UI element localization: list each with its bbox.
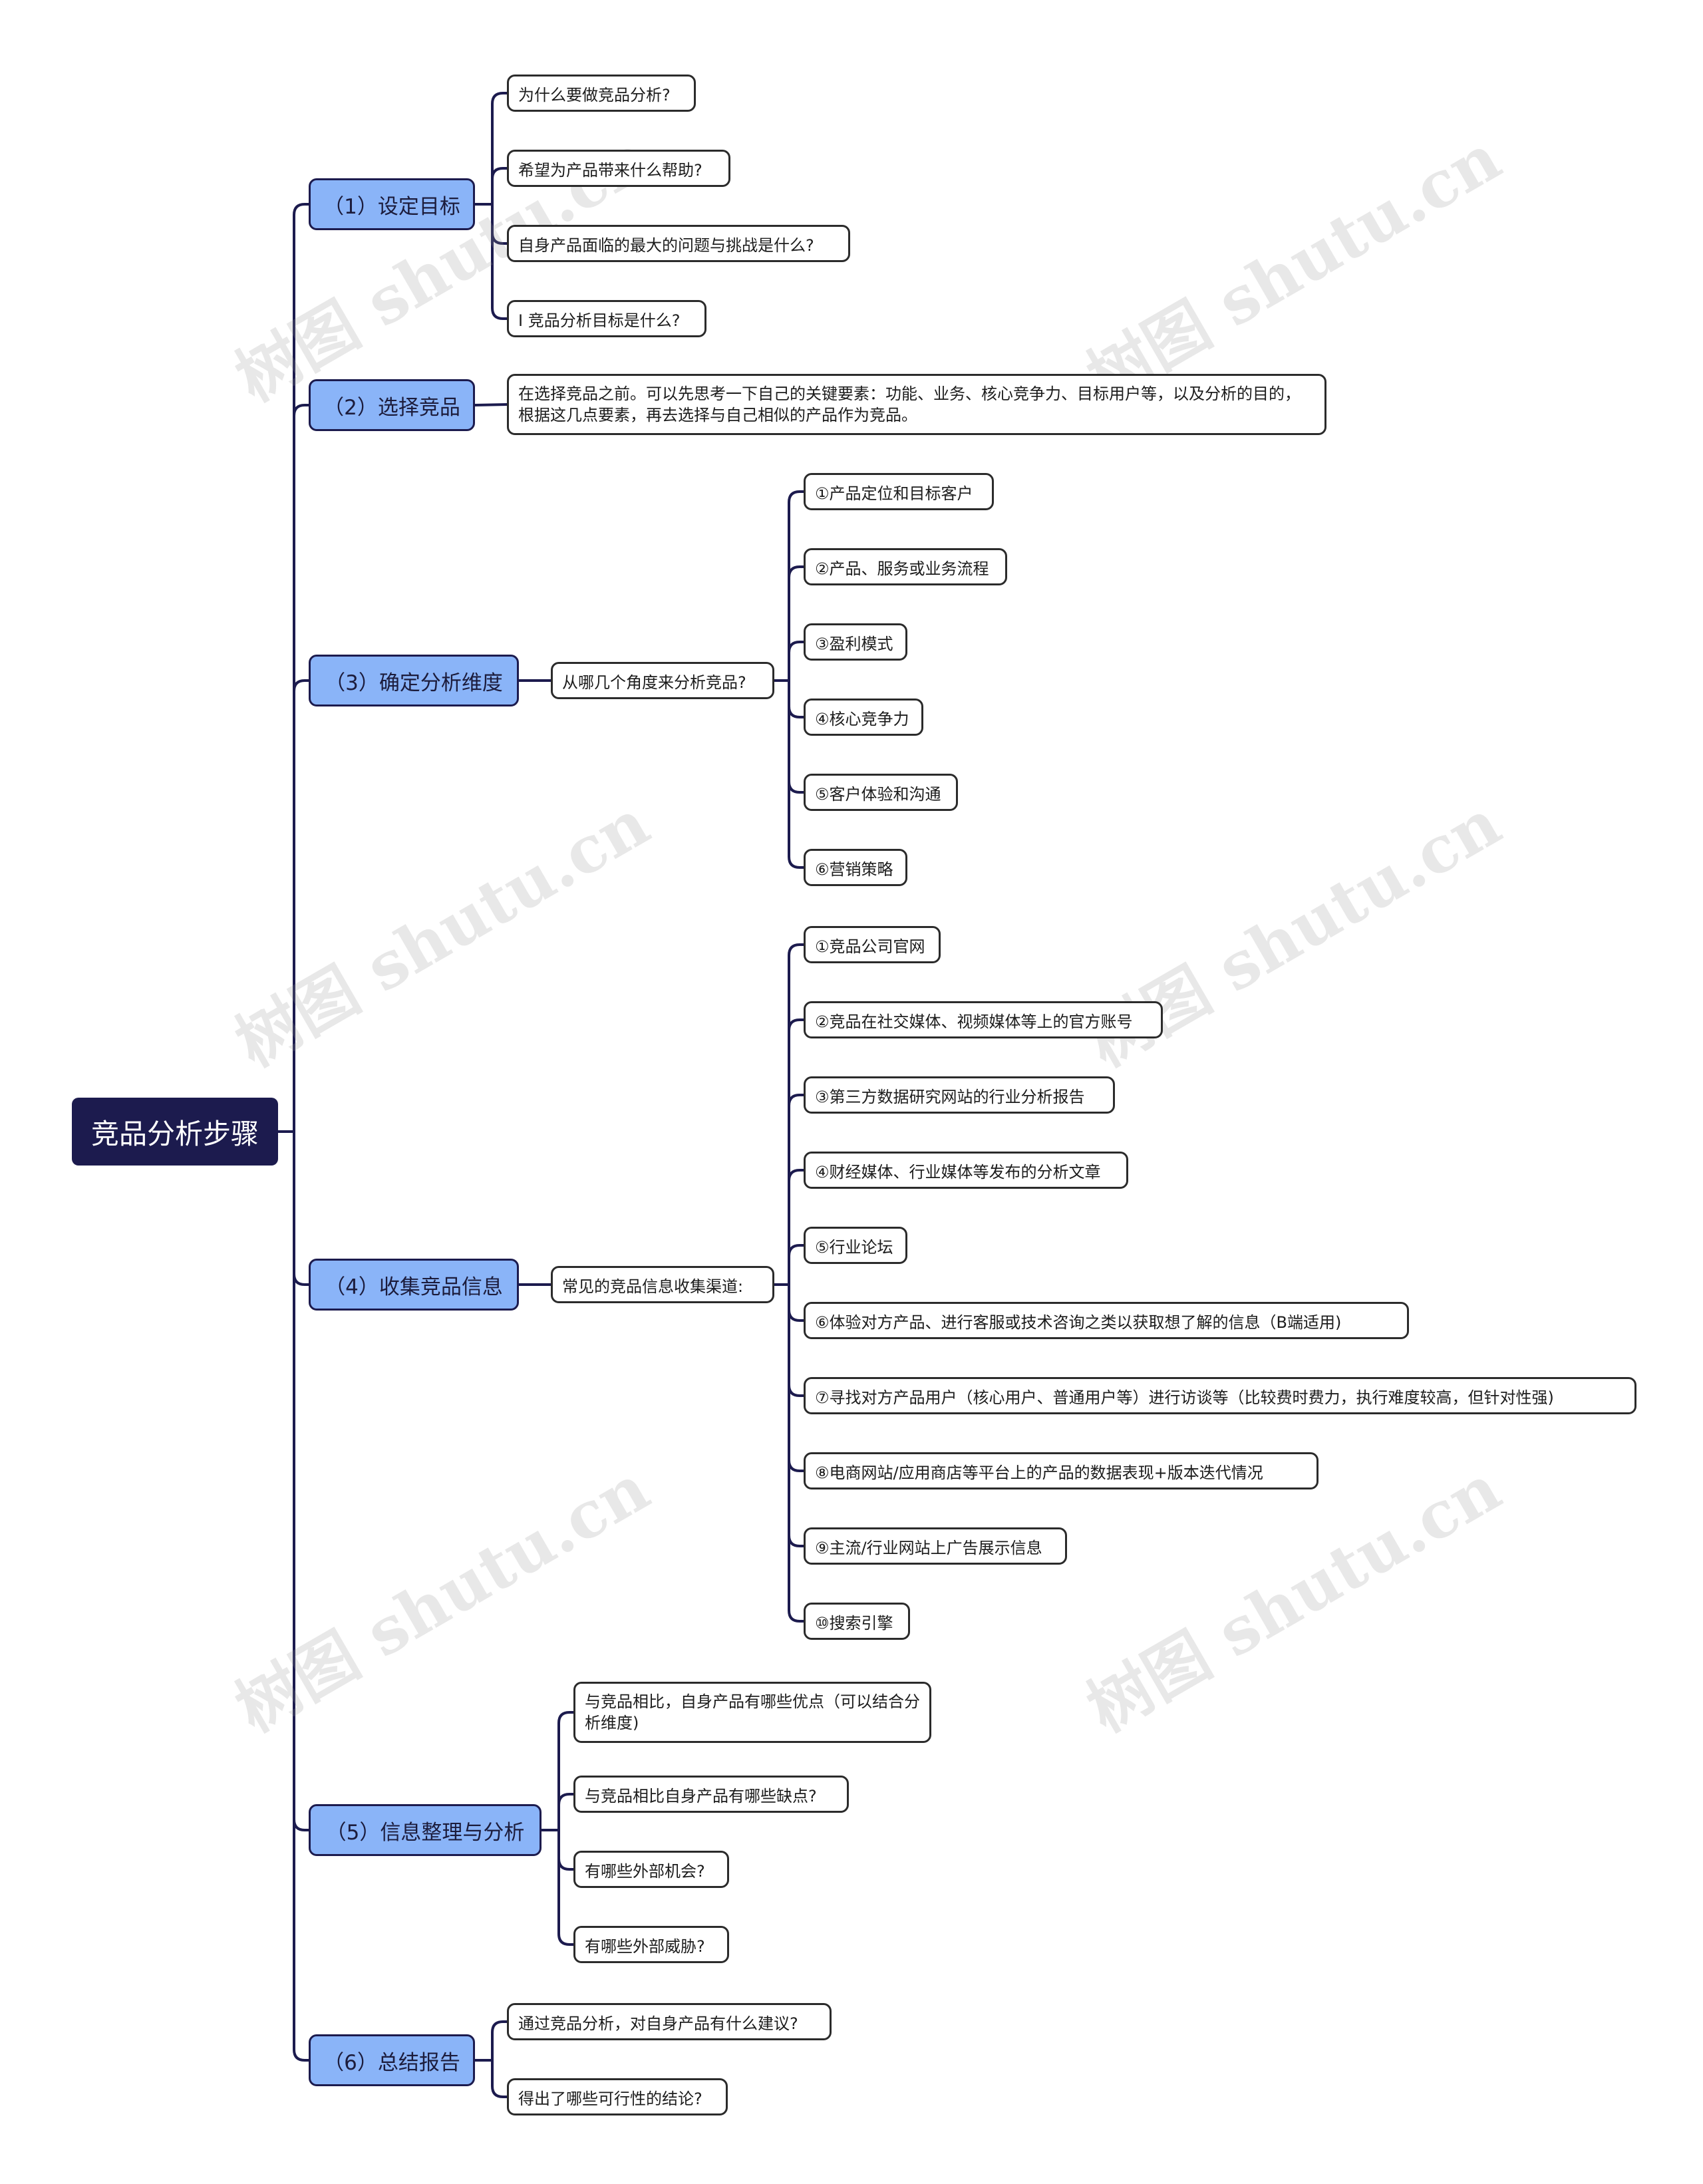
leaf-channel-2[interactable]: ②竞品在社交媒体、视频媒体等上的官方账号 (804, 1001, 1163, 1038)
connector-root-topic-1 (277, 404, 310, 1133)
leaf-analysis-strengths[interactable]: 与竞品相比，自身产品有哪些优点（可以结合分析维度) (573, 1682, 931, 1743)
connector-mid-collect-channels-4 (773, 1244, 805, 1286)
leaf-analysis-weaknesses[interactable]: 与竞品相比自身产品有哪些缺点? (573, 1776, 849, 1813)
connector-branch-summary-report-1 (474, 2059, 508, 2098)
leaf-select-note[interactable]: 在选择竞品之前。可以先思考一下自己的关键要素：功能、业务、核心竞争力、目标用户等… (507, 374, 1326, 435)
connector-root-topic-2 (277, 679, 310, 1133)
connector-branch-organize-analyze-0 (540, 1711, 575, 1831)
leaf-channel-9[interactable]: ⑨主流/行业网站上广告展示信息 (804, 1527, 1067, 1565)
leaf-dim-3[interactable]: ③盈利模式 (804, 623, 907, 661)
branch-summary-report[interactable]: （6）总结报告 (309, 2034, 475, 2086)
connector-branch-organize-analyze-3 (540, 1829, 575, 1946)
connector-mid-dimensions-question-2 (773, 641, 805, 682)
leaf-dim-1[interactable]: ①产品定位和目标客户 (804, 473, 994, 510)
leaf-report-conclusions[interactable]: 得出了哪些可行性的结论? (507, 2078, 728, 2115)
branch-collect-info[interactable]: （4）收集竞品信息 (309, 1259, 519, 1311)
root-topic[interactable]: 竞品分析步骤 (72, 1098, 278, 1166)
mid-dimensions-question[interactable]: 从哪几个角度来分析竞品? (551, 662, 774, 699)
connector-branch-set-goals-1 (474, 167, 508, 206)
leaf-goal-challenge[interactable]: 自身产品面临的最大的问题与挑战是什么? (507, 225, 850, 262)
leaf-channel-5[interactable]: ⑤行业论坛 (804, 1227, 907, 1264)
leaf-channel-10[interactable]: ⑩搜索引擎 (804, 1603, 910, 1640)
leaf-goal-target[interactable]: I 竞品分析目标是什么? (507, 300, 706, 337)
leaf-goal-why[interactable]: 为什么要做竞品分析? (507, 75, 696, 112)
leaf-channel-3[interactable]: ③第三方数据研究网站的行业分析报告 (804, 1076, 1115, 1114)
connector-root-topic-0 (277, 203, 310, 1133)
connector-mid-collect-channels-0 (773, 943, 805, 1286)
connector-branch-set-goals-0 (474, 92, 508, 206)
leaf-channel-1[interactable]: ①竞品公司官网 (804, 926, 941, 963)
connector-mid-dimensions-question-0 (773, 490, 805, 682)
leaf-dim-6[interactable]: ⑥营销策略 (804, 849, 907, 886)
leaf-analysis-threats[interactable]: 有哪些外部威胁? (573, 1926, 729, 1963)
mid-collect-channels[interactable]: 常见的竞品信息收集渠道: (551, 1266, 774, 1303)
connector-mid-collect-channels-2 (773, 1094, 805, 1286)
branch-select-competitors[interactable]: （2）选择竞品 (309, 379, 475, 431)
connector-branch-set-goals-3 (474, 203, 508, 320)
leaf-dim-4[interactable]: ④核心竞争力 (804, 699, 923, 736)
leaf-dim-5[interactable]: ⑤客户体验和沟通 (804, 774, 958, 811)
leaf-channel-6[interactable]: ⑥体验对方产品、进行客服或技术咨询之类以获取想了解的信息（B端适用) (804, 1302, 1409, 1339)
connector-mid-collect-channels-9 (773, 1283, 805, 1623)
branch-set-goals[interactable]: （1）设定目标 (309, 178, 475, 230)
branch-organize-analyze[interactable]: （5）信息整理与分析 (309, 1804, 542, 1856)
connector-branch-organize-analyze-1 (540, 1793, 575, 1831)
connector-branch-summary-report-0 (474, 2020, 508, 2062)
leaf-channel-7[interactable]: ⑦寻找对方产品用户（核心用户、普通用户等）进行访谈等（比较费时费力，执行难度较高… (804, 1377, 1636, 1414)
leaf-channel-4[interactable]: ④财经媒体、行业媒体等发布的分析文章 (804, 1152, 1128, 1189)
leaf-channel-8[interactable]: ⑧电商网站/应用商店等平台上的产品的数据表现+版本迭代情况 (804, 1452, 1318, 1489)
connector-mid-collect-channels-1 (773, 1018, 805, 1286)
leaf-goal-help[interactable]: 希望为产品带来什么帮助? (507, 150, 730, 187)
leaf-analysis-opportunities[interactable]: 有哪些外部机会? (573, 1851, 729, 1888)
connector-branch-select-competitors-0 (474, 403, 508, 406)
branch-analysis-dimensions[interactable]: （3）确定分析维度 (309, 655, 519, 706)
leaf-dim-2[interactable]: ②产品、服务或业务流程 (804, 548, 1007, 585)
connector-mid-dimensions-question-1 (773, 565, 805, 682)
connector-mid-dimensions-question-5 (773, 679, 805, 869)
connector-mid-collect-channels-3 (773, 1169, 805, 1286)
leaf-report-suggestions[interactable]: 通过竞品分析，对自身产品有什么建议? (507, 2003, 832, 2040)
connector-root-topic-5 (277, 1130, 310, 2062)
